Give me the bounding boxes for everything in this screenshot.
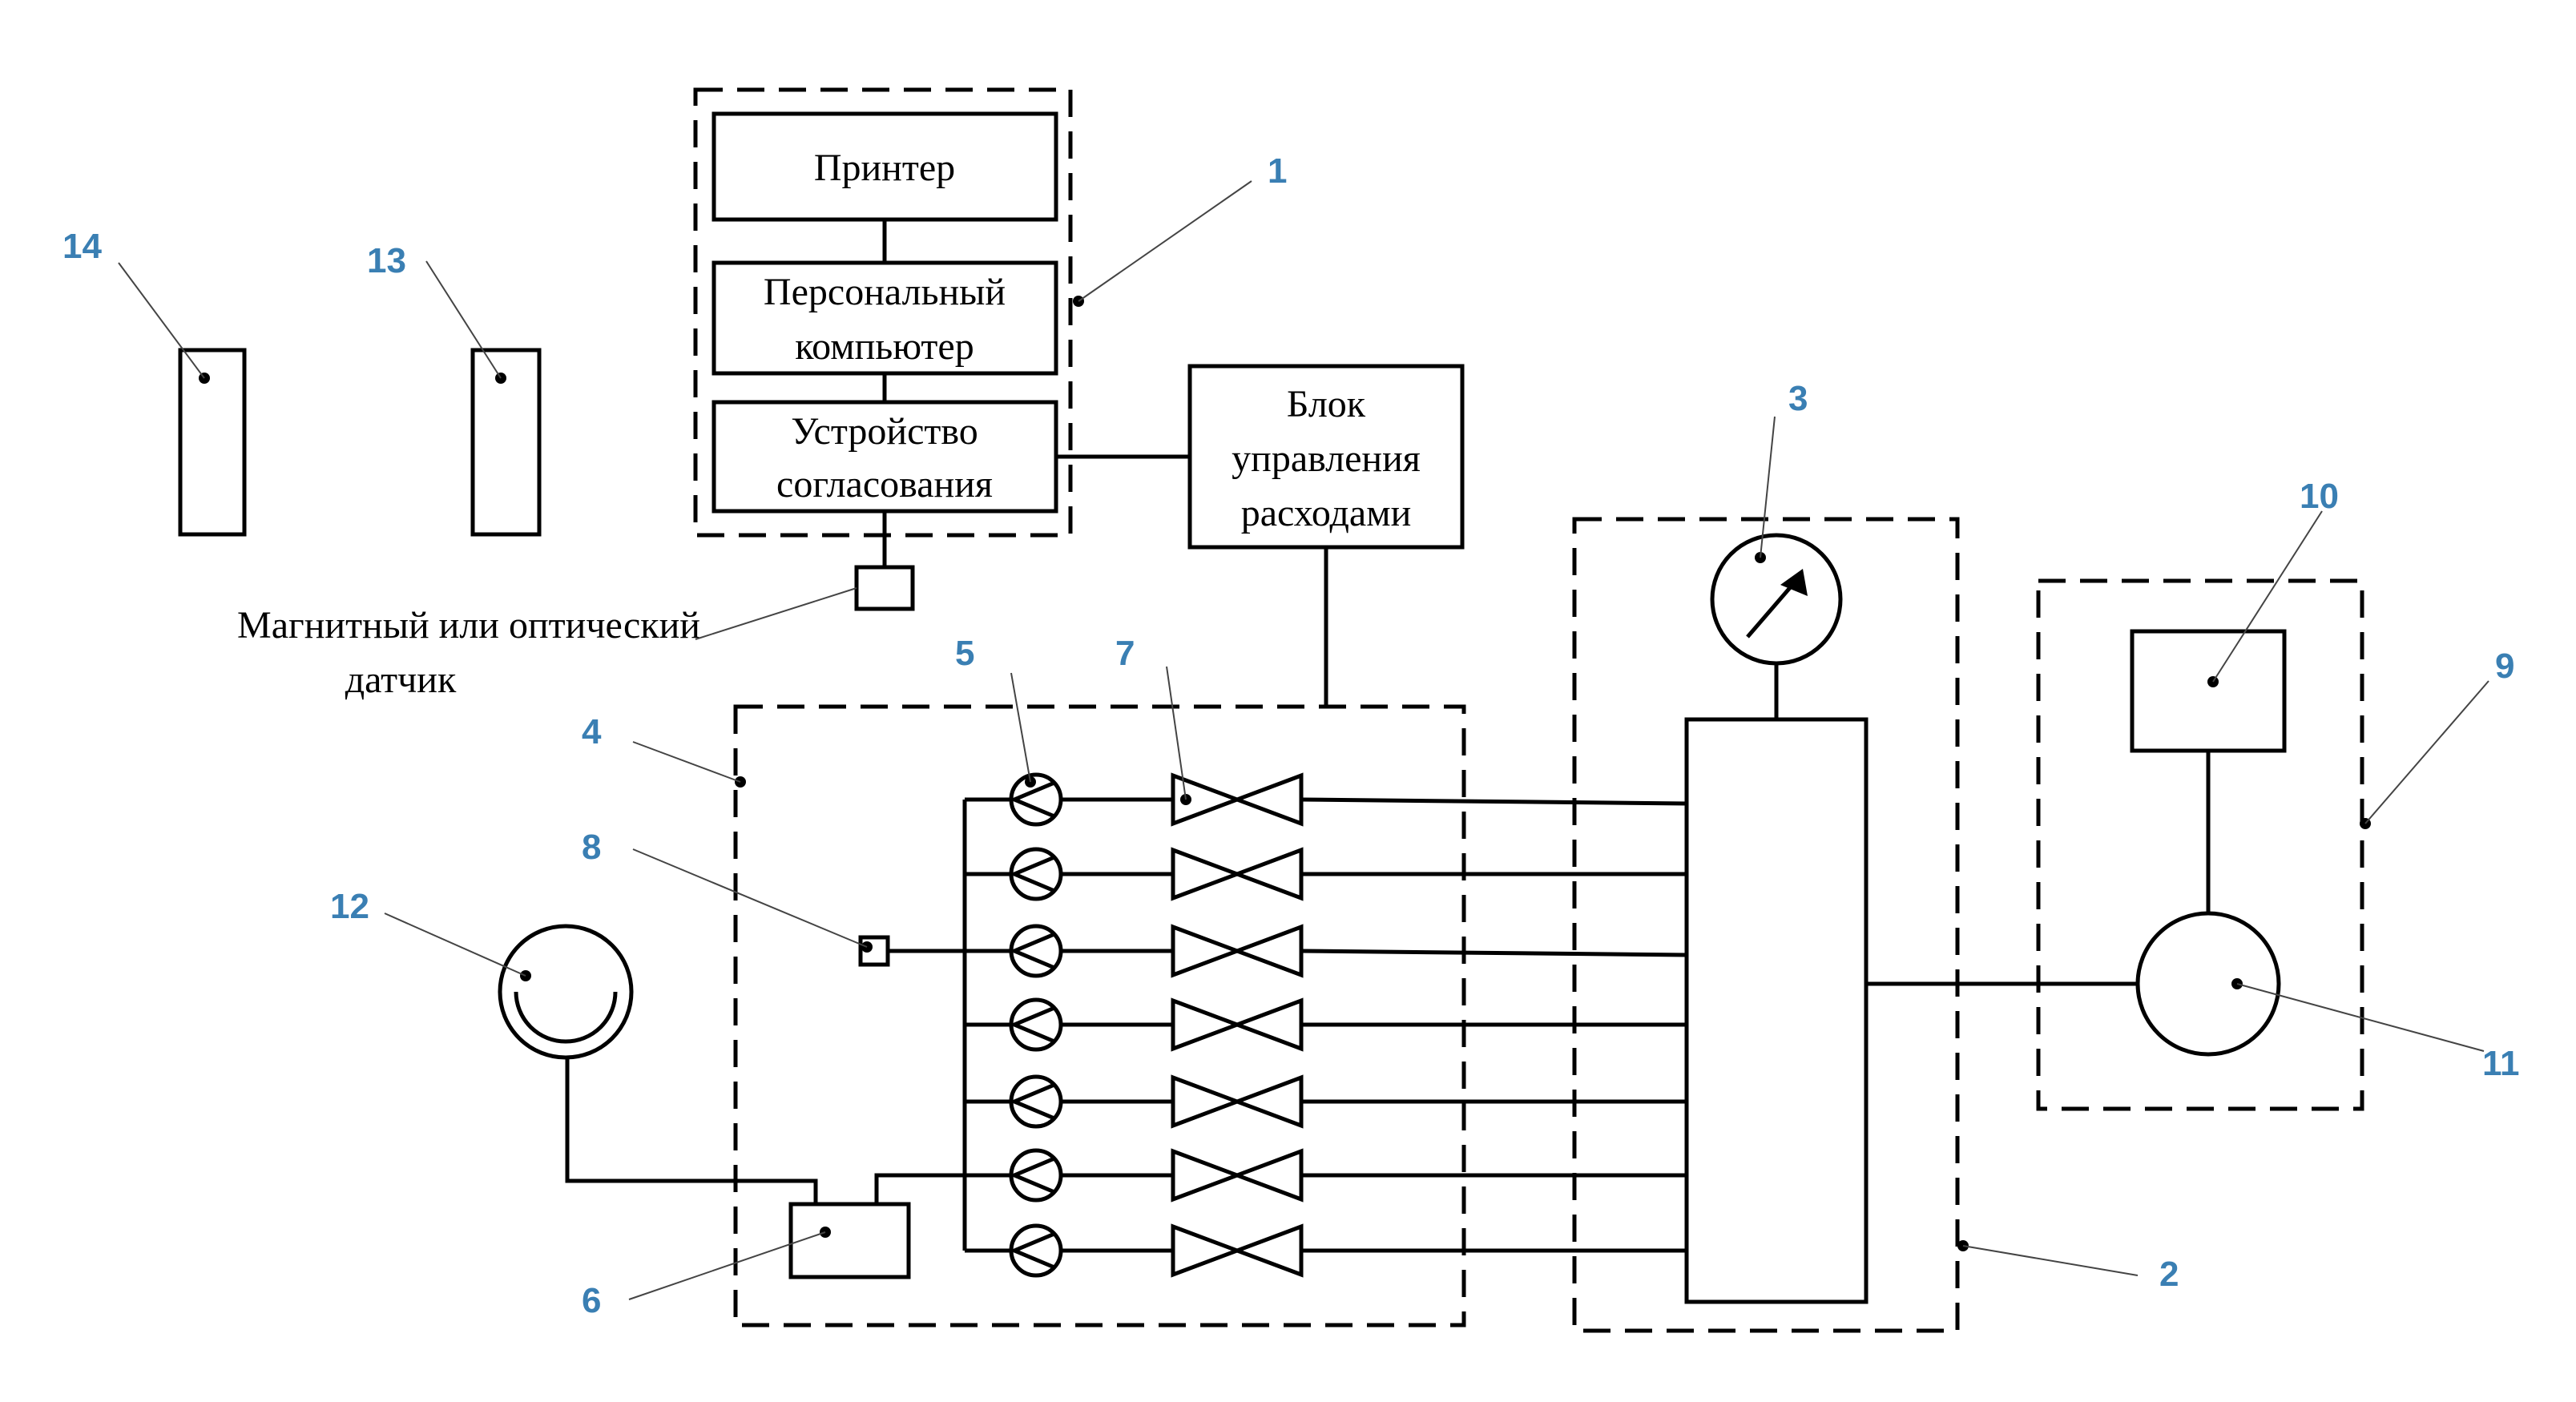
pump-row-2 bbox=[965, 847, 1687, 901]
callout-7-leader bbox=[1166, 666, 1187, 800]
interface-label-line2: согласования bbox=[776, 463, 993, 506]
callout-4: 4 bbox=[582, 712, 602, 751]
item-13-rect bbox=[470, 348, 542, 537]
sensor-label-line2: датчик bbox=[345, 659, 457, 701]
pump-row-6 bbox=[1009, 1148, 1687, 1203]
group-2-dashed-frame bbox=[1572, 517, 1960, 1333]
pc-label-line1: Персональный bbox=[764, 271, 1006, 313]
pump-row-4 bbox=[965, 997, 1687, 1052]
callout-3-leader bbox=[1760, 416, 1776, 558]
callout-11-leader bbox=[2236, 983, 2485, 1052]
gauge-needle-head bbox=[1780, 569, 1808, 596]
sensor-leader bbox=[695, 587, 857, 640]
sensor-box bbox=[854, 565, 915, 611]
item-6-to-manifold bbox=[874, 1173, 1011, 1204]
callout-2: 2 bbox=[2159, 1255, 2179, 1294]
callout-4-leader bbox=[632, 741, 741, 783]
pump-row-7 bbox=[965, 1223, 1687, 1278]
callout-1: 1 bbox=[1268, 151, 1287, 191]
callout-13-leader bbox=[425, 260, 502, 379]
callout-6: 6 bbox=[582, 1281, 601, 1320]
item-12-tank-arc bbox=[514, 991, 618, 1044]
callout-5: 5 bbox=[955, 634, 974, 673]
flow-control-label-line3: расходами bbox=[1241, 492, 1412, 534]
group-4-dashed-frame bbox=[733, 704, 1466, 1327]
flow-control-label-line2: управления bbox=[1232, 437, 1421, 480]
callout-11: 11 bbox=[2482, 1044, 2520, 1083]
pump-row-5 bbox=[965, 1074, 1687, 1129]
callout-7: 7 bbox=[1115, 634, 1135, 673]
pump-row-1 bbox=[965, 772, 1687, 827]
flow-control-label-line1: Блок bbox=[1287, 383, 1366, 425]
callout-14-leader bbox=[118, 262, 205, 379]
callout-13: 13 bbox=[367, 241, 406, 280]
pump-row-3 bbox=[965, 924, 1687, 978]
callout-5-leader bbox=[1010, 672, 1031, 783]
callout-1-leader bbox=[1078, 180, 1252, 302]
callout-8: 8 bbox=[582, 828, 601, 867]
item-14-rect bbox=[178, 348, 247, 537]
group-9-dashed-frame bbox=[2036, 578, 2364, 1111]
collector-box bbox=[1684, 717, 1869, 1304]
sensor-label-line1: Магнитный или оптический bbox=[237, 604, 700, 647]
callout-12-leader bbox=[384, 913, 526, 977]
callout-10: 10 bbox=[2300, 477, 2339, 516]
item-11-circle bbox=[2135, 911, 2281, 1057]
callout-3: 3 bbox=[1788, 379, 1808, 418]
callout-12: 12 bbox=[330, 887, 369, 926]
callout-8-leader bbox=[632, 848, 868, 948]
printer-label: Принтер bbox=[814, 147, 955, 189]
item-10-box bbox=[2130, 629, 2287, 753]
callout-2-leader bbox=[1962, 1245, 2139, 1276]
gauge-3 bbox=[1710, 533, 1843, 666]
pc-label-line2: компьютер bbox=[795, 325, 974, 368]
callout-9: 9 bbox=[2495, 647, 2514, 686]
interface-label-line1: Устройство bbox=[791, 410, 978, 453]
callout-14: 14 bbox=[62, 227, 102, 266]
callout-10-leader bbox=[2212, 510, 2323, 683]
tank-to-item-6 bbox=[565, 1058, 818, 1204]
callout-6-leader bbox=[628, 1231, 826, 1300]
item-12-tank bbox=[498, 924, 634, 1060]
callout-9-leader bbox=[2364, 680, 2489, 824]
item-6-box bbox=[788, 1202, 911, 1279]
